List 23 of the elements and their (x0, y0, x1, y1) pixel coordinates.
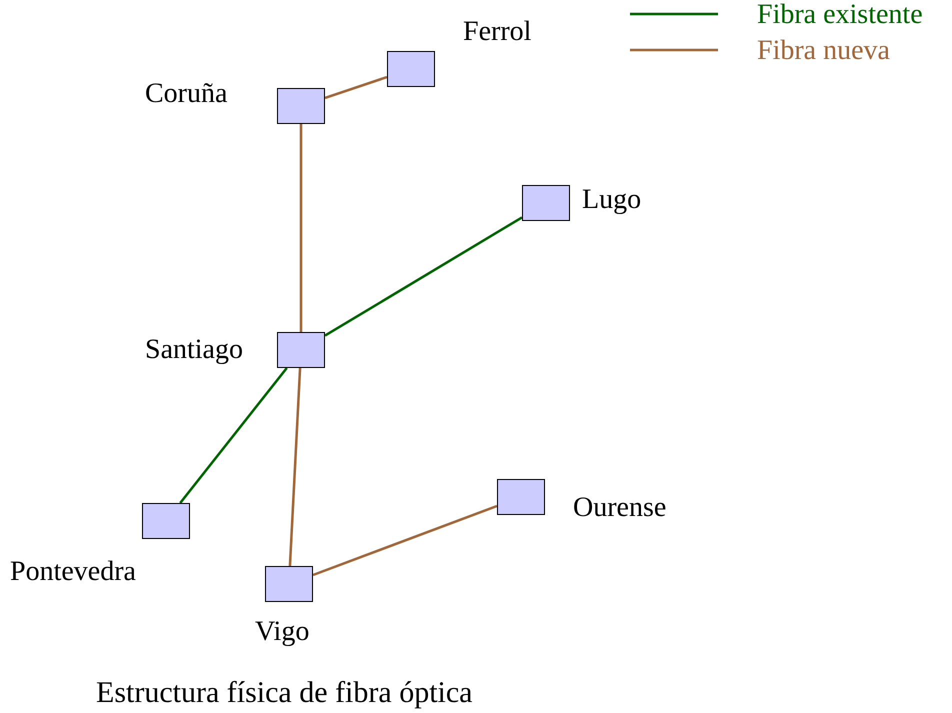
legend-text: Fibra existente (757, 1, 923, 29)
fiber-line (179, 367, 288, 504)
legend-text: Fibra nueva (757, 37, 890, 65)
city-label: Lugo (582, 186, 642, 214)
node-box (387, 51, 435, 87)
city-label: Santiago (145, 336, 243, 364)
node-box (265, 566, 313, 602)
node-box (142, 503, 190, 539)
city-label: Ferrol (463, 18, 532, 46)
node-box (277, 332, 325, 368)
city-label: Ourense (573, 494, 666, 522)
fiber-line (312, 504, 498, 576)
city-label: Vigo (255, 618, 310, 646)
city-label: Coruña (145, 80, 228, 108)
fiber-line (324, 76, 388, 100)
caption: Estructura física de fibra óptica (96, 678, 472, 708)
fiber-line (288, 368, 302, 566)
fiber-line (324, 216, 523, 337)
node-box (497, 479, 545, 515)
node-box (522, 185, 570, 221)
fiber-line (300, 124, 302, 332)
node-box (277, 88, 325, 124)
city-label: Pontevedra (10, 558, 136, 586)
